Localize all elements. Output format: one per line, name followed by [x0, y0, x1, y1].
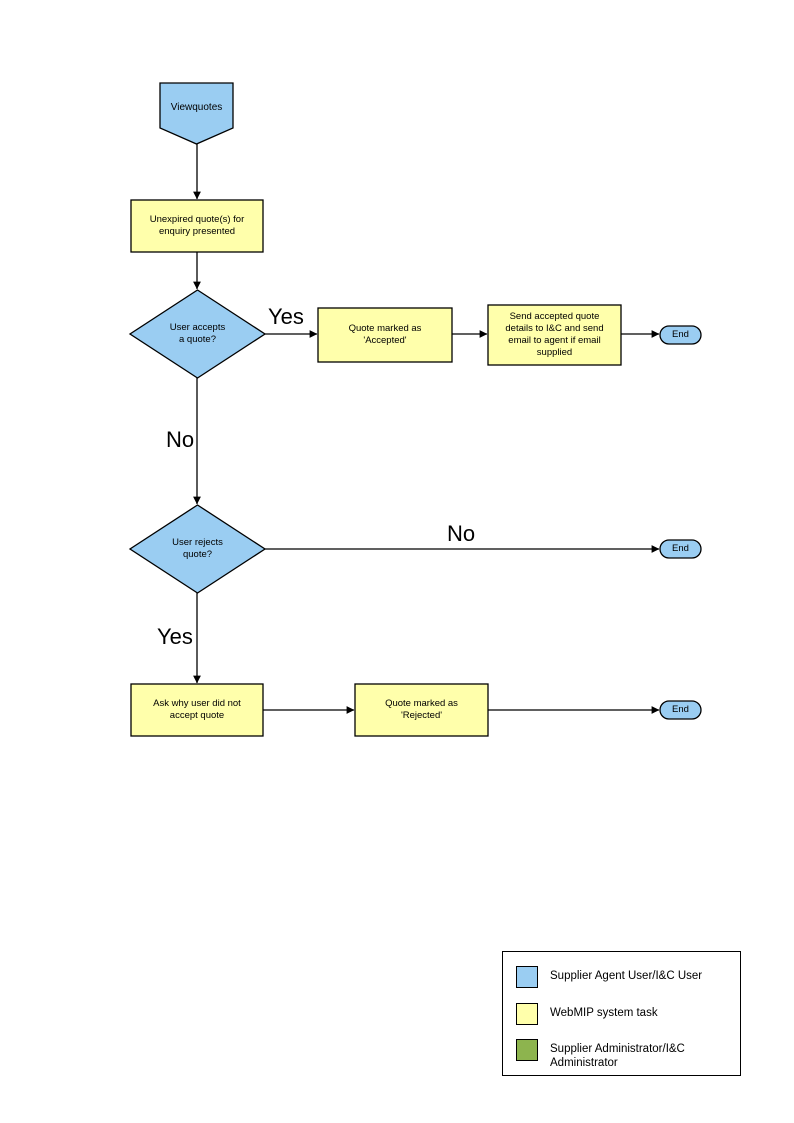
node-start-viewquotes	[159, 82, 234, 145]
legend-label-webmip-system-task: WebMIP system task	[550, 1007, 658, 1019]
edge-label-no-rejects: No	[447, 521, 476, 546]
node-user-rejects-decision	[128, 504, 267, 594]
edge-label-no-accepts: No	[166, 427, 195, 452]
node-ask-why-not-accept	[130, 683, 264, 737]
node-end-accepted	[659, 325, 702, 345]
node-quote-accepted	[317, 307, 453, 363]
legend-swatch-yellow	[516, 1003, 538, 1025]
legend-item-supplier-agent: Supplier Agent User/I&C User	[516, 966, 702, 988]
connector-group	[193, 144, 660, 714]
legend-item-webmip-system-task: WebMIP system task	[516, 1003, 658, 1025]
legend-label-supplier-agent: Supplier Agent User/I&C User	[550, 970, 703, 982]
node-end-no-reject	[659, 539, 702, 559]
legend-item-supplier-administrator: Supplier Administrator/I&C Administrator	[516, 1039, 685, 1070]
edge-label-yes-rejects: Yes	[157, 624, 193, 649]
legend-label-supplier-administrator: Supplier Administrator/I&C Administrator	[550, 1043, 685, 1069]
legend-swatch-green	[516, 1039, 538, 1061]
legend-swatch-blue	[516, 966, 538, 988]
edge-label-yes-accepts: Yes	[268, 304, 304, 329]
node-send-accepted-details	[487, 304, 622, 366]
node-unexpired-quotes	[130, 199, 264, 253]
legend-panel: Supplier Agent User/I&C User WebMIP syst…	[502, 951, 741, 1076]
node-end-rejected	[659, 700, 702, 720]
node-user-accepts-decision	[128, 289, 267, 379]
node-quote-rejected	[354, 683, 489, 737]
